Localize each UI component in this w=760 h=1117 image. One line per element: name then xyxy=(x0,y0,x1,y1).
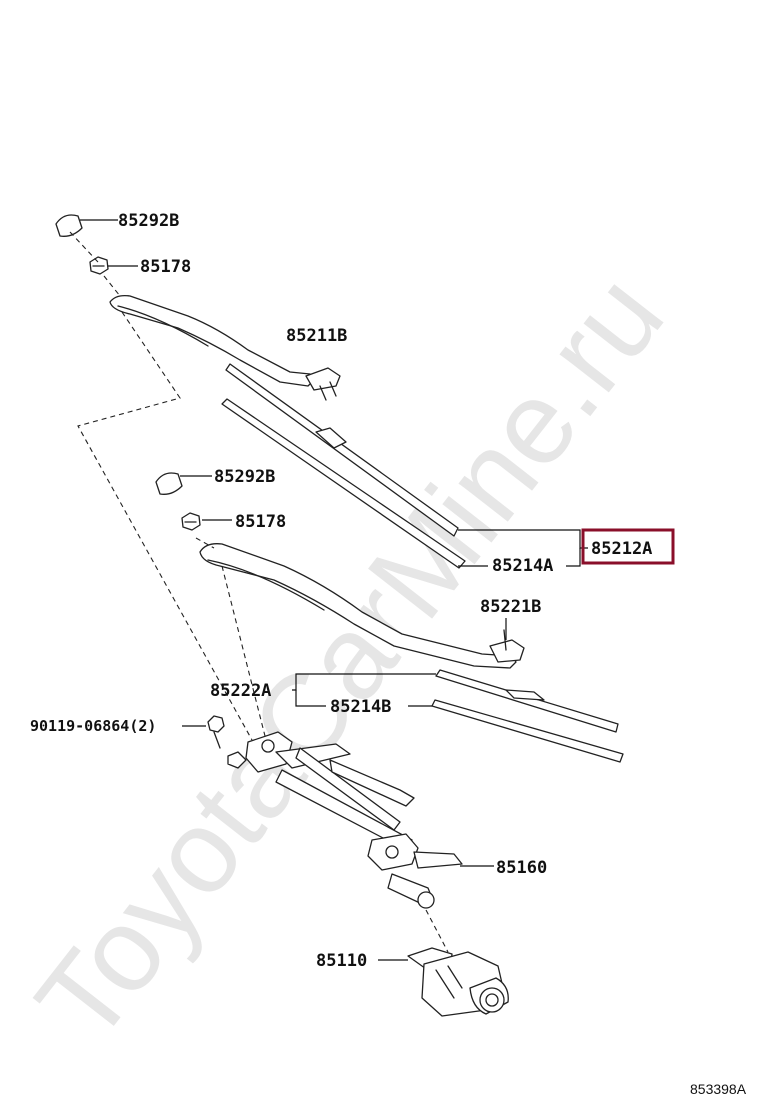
wiper-motor[interactable] xyxy=(407,947,509,1017)
diagram-reference: 853398A xyxy=(690,1081,747,1097)
callout-blade-assy-lower: 85222A xyxy=(210,681,271,701)
upper-wiper-arm[interactable] xyxy=(109,294,341,401)
callout-cap-lower: 85292B xyxy=(214,467,275,487)
lower-wiper-arm[interactable] xyxy=(199,543,525,669)
alignment-line-lower xyxy=(195,537,449,953)
upper-blade-refill[interactable] xyxy=(221,398,466,569)
highlight-box xyxy=(581,528,675,565)
callout-nut-lower: 85178 xyxy=(235,512,286,532)
callout-refill-a: 85214A xyxy=(492,556,553,576)
upper-nut-icon[interactable] xyxy=(89,256,109,275)
callout-refill-b: 85214B xyxy=(330,697,391,717)
bolt-icon[interactable] xyxy=(207,715,225,749)
callout-arm-left: 85221B xyxy=(480,597,541,617)
lower-cap-icon[interactable] xyxy=(155,472,183,495)
callout-link-assy: 85160 xyxy=(496,858,547,878)
lower-wiper-blade[interactable] xyxy=(435,669,619,733)
watermark: ToyotaCarMine.ru xyxy=(11,251,688,1066)
lower-blade-refill[interactable] xyxy=(431,699,624,763)
callout-arm-right: 85211B xyxy=(286,326,347,346)
callout-bolt: 90119-06864(2) xyxy=(30,717,156,735)
wiper-link-assembly[interactable] xyxy=(227,731,463,909)
upper-cap-icon[interactable] xyxy=(55,214,83,237)
alignment-line-upper xyxy=(69,231,253,741)
callout-nut-upper: 85178 xyxy=(140,257,191,277)
lower-nut-icon[interactable] xyxy=(181,512,201,531)
upper-wiper-blade[interactable] xyxy=(225,363,459,537)
callout-blade-assy-highlighted[interactable]: 85212A xyxy=(591,539,652,559)
callout-cap-upper: 85292B xyxy=(118,211,179,231)
callout-motor: 85110 xyxy=(316,951,367,971)
